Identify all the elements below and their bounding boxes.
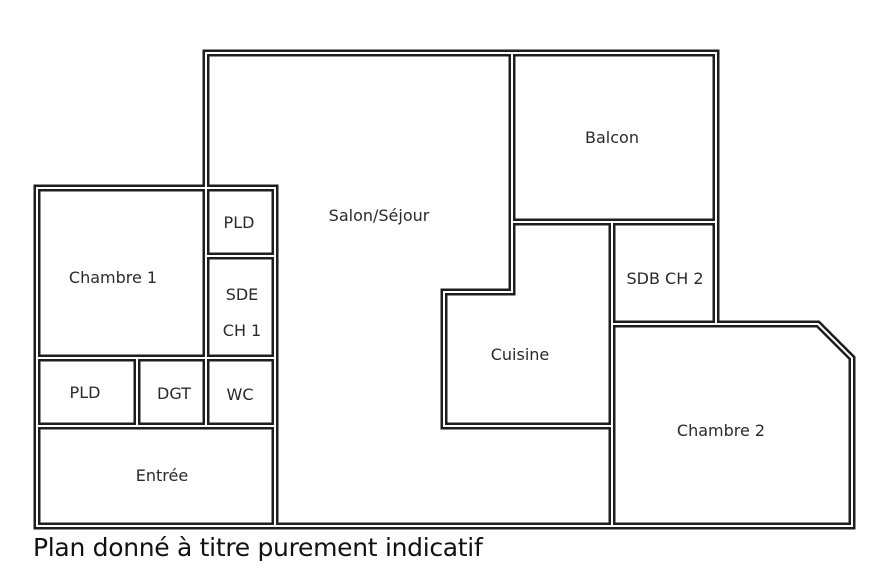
room-label-sdb-ch2: SDB CH 2	[626, 269, 703, 288]
room-label-pld-top: PLD	[224, 213, 255, 232]
wall-core-wall-balcon-west	[443, 52, 613, 427]
room-label-wc: WC	[227, 385, 254, 404]
room-label-entree: Entrée	[136, 466, 188, 485]
wall-wall-balcon-west	[440, 49, 616, 430]
room-label-salon-sejour: Salon/Séjour	[329, 206, 430, 225]
room-label-sde: SDE	[226, 285, 259, 304]
room-label-sde-ch1: CH 1	[223, 321, 261, 340]
room-label-pld-bottom: PLD	[70, 383, 101, 402]
walls	[33, 49, 856, 530]
room-label-chambre-1: Chambre 1	[69, 268, 157, 287]
wall-core-outer-top-salon	[205, 52, 853, 527]
plan-disclaimer-caption: Plan donné à titre purement indicatif	[33, 533, 483, 562]
wall-outer-top-salon	[202, 49, 856, 530]
room-label-chambre-2: Chambre 2	[677, 421, 765, 440]
room-label-balcon: Balcon	[585, 128, 639, 147]
room-label-dgt: DGT	[157, 384, 191, 403]
room-label-cuisine: Cuisine	[491, 345, 550, 364]
